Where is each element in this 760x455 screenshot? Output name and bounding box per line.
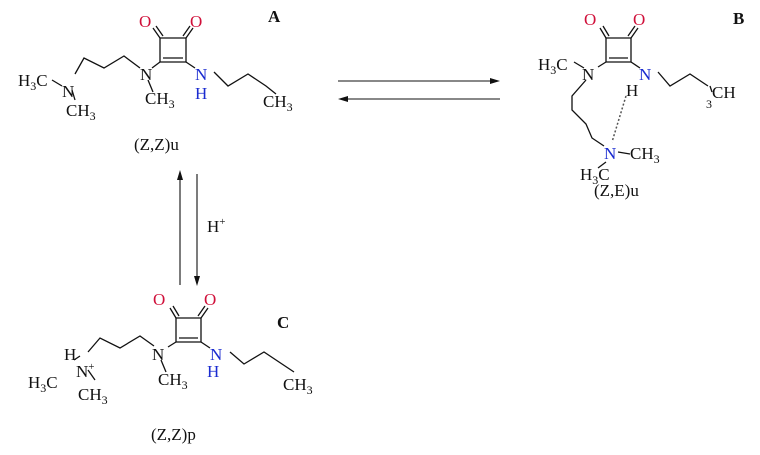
acid-label: H+ [207,216,226,236]
molecule-a-nh-hydrogen: H [195,84,207,103]
molecule-c-oxygen: O [153,290,165,309]
molecule-b-amine-nitrogen: N [604,144,616,163]
molecule-c-nh-hydrogen: H [207,362,219,381]
panel-label-b: B [733,9,744,28]
molecule-b-nh-hydrogen: H [626,81,638,100]
equilibrium-arrows-ab [338,78,500,102]
molecule-c-ammonium-nitrogen: N+ [76,361,95,381]
molecule-b: B O O H3C N N H 3CH N CH3 [538,9,744,200]
molecule-a-ch3: CH3 [263,92,293,114]
panel-label-c: C [277,313,289,332]
molecule-b-oxygen: O [633,10,645,29]
molecule-b-bonds [571,25,713,169]
molecule-c-oxygen: O [204,290,216,309]
equilibrium-arrows-ac: H+ [177,170,226,286]
molecule-b-nh-nitrogen: N [639,65,651,84]
molecule-b-terminal-ch3: 3CH [706,83,736,111]
molecule-c-nitrogen: N [152,345,164,364]
molecule-b-h3c: H3C [580,165,610,187]
molecule-b-h3c: H3C [538,55,568,77]
caption-c: (Z,Z)p [151,425,196,444]
molecule-a-nitrogen: N [140,65,152,84]
caption-b: (Z,E)u [594,181,639,200]
hydrogen-bond [611,95,627,143]
molecule-a-oxygen: O [190,12,202,31]
panel-label-a: A [268,7,281,26]
molecule-a-amine-nitrogen: N [62,82,74,101]
molecule-a-nh-nitrogen: N [195,65,207,84]
molecule-c: C O O H H3C N+ CH3 N CH3 N H CH3 [28,290,313,444]
molecule-b-ch3: CH3 [630,144,660,166]
caption-a: (Z,Z)u [134,135,179,154]
molecule-c-ch3: CH3 [283,375,313,397]
molecule-c-ch3: CH3 [158,370,188,392]
molecule-c-h3c: H3C [28,373,58,395]
molecule-a-oxygen: O [139,12,151,31]
molecule-a-ch3: CH3 [66,101,96,123]
molecule-c-ammonium-hydrogen: H [64,345,76,364]
molecule-a: A O O H3C N CH3 N CH3 [18,7,293,154]
molecule-b-oxygen: O [584,10,596,29]
molecule-c-bonds [73,305,295,381]
molecule-a-ch3: CH3 [145,89,175,111]
molecule-c-nh-nitrogen: N [210,345,222,364]
molecule-a-bonds [51,25,277,101]
molecule-a-h3c: H3C [18,71,48,93]
molecule-c-ch3: CH3 [78,385,108,407]
molecule-b-nitrogen: N [582,65,594,84]
